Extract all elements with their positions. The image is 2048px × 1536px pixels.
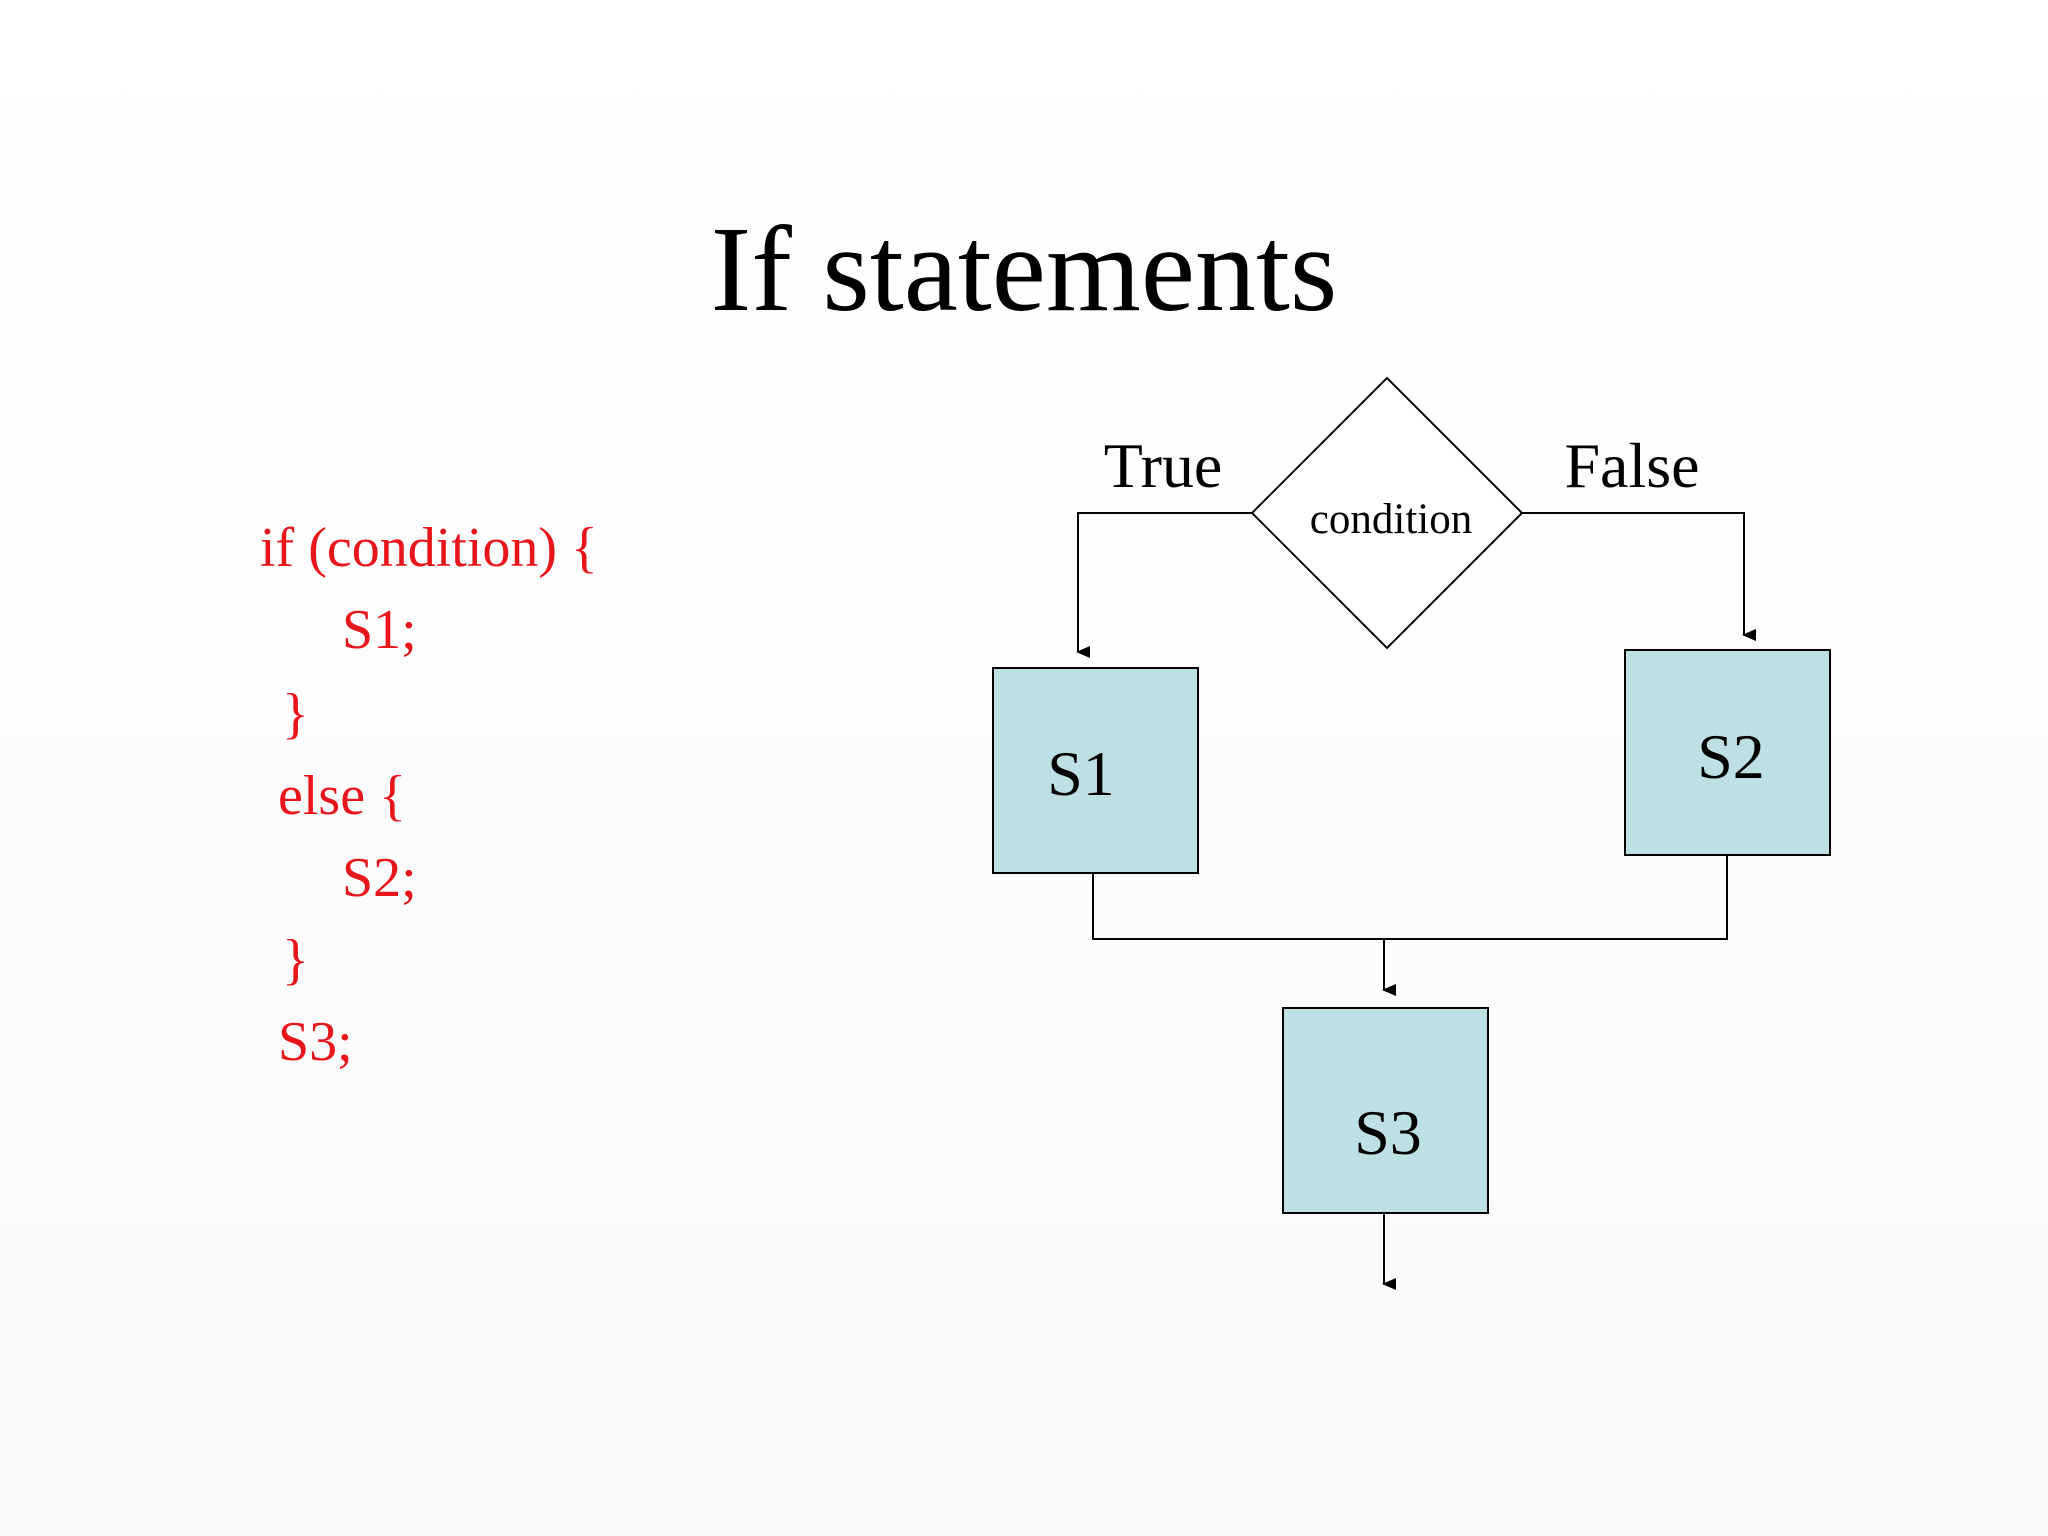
s2-label: S2: [1697, 721, 1765, 792]
true-branch-connector: [1076, 512, 1252, 658]
s1-merge-connector: [1092, 873, 1387, 940]
s3-label: S3: [1354, 1097, 1422, 1168]
code-line-s3: S3;: [278, 1011, 353, 1073]
code-line-if: if (condition) {: [260, 517, 598, 579]
code-line-s1: S1;: [342, 599, 417, 661]
s1-label: S1: [1047, 738, 1115, 809]
code-line-close-else: }: [282, 929, 309, 991]
s2-merge-connector: [1387, 855, 1728, 940]
decision-label: condition: [1310, 496, 1472, 543]
s1-box: [992, 667, 1199, 874]
code-line-else: else {: [278, 765, 406, 827]
s2-box: [1624, 649, 1831, 856]
code-line-close-if: }: [282, 683, 309, 745]
true-label: True: [1104, 430, 1223, 501]
false-branch-connector: [1522, 512, 1756, 641]
slide-title: If statements: [710, 202, 1338, 337]
decision-diamond: [1250, 376, 1524, 650]
false-label: False: [1564, 430, 1699, 501]
s3-box: [1282, 1007, 1489, 1214]
code-line-s2: S2;: [342, 847, 417, 909]
